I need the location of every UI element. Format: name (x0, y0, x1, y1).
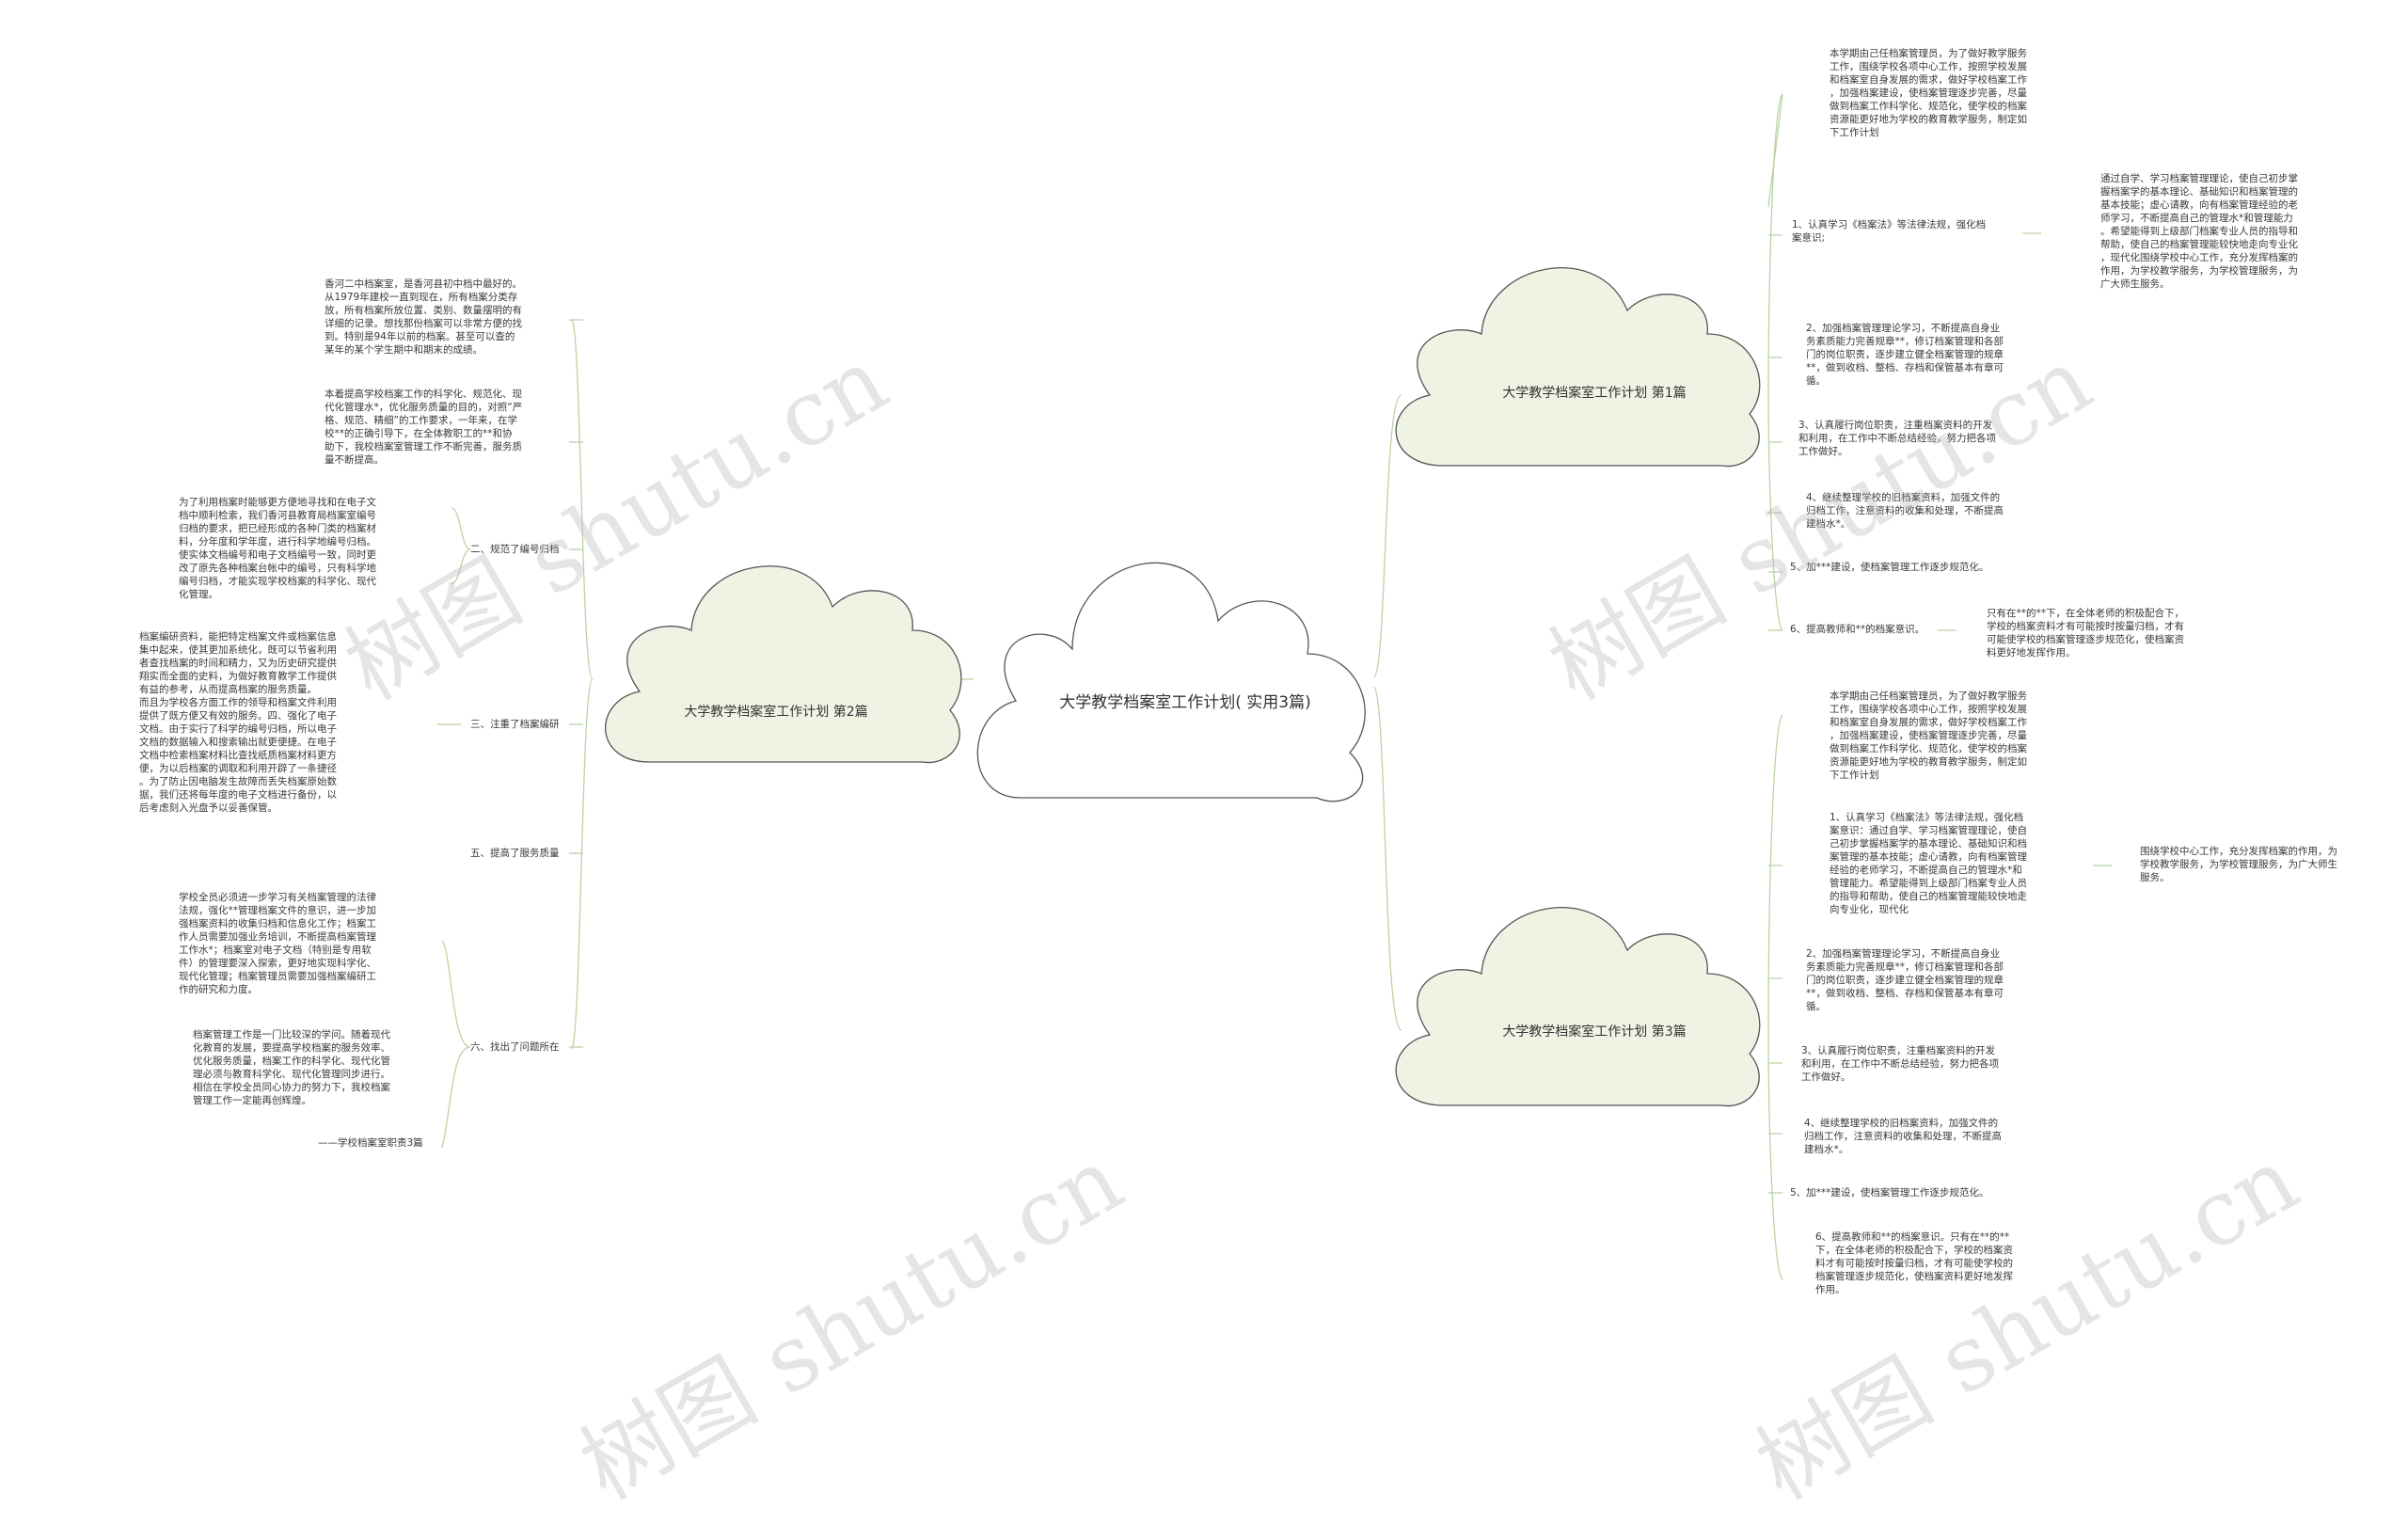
connector-root-branch1 (1372, 394, 1402, 678)
b3-item6: 6、提高教师和**的档案意识。只有在**的** 下，在全体老师的积极配合下，学校… (1815, 1231, 2013, 1295)
b1-item6-detail: 只有在**的**下，在全体老师的积极配合下， 学校的档案资料才有可能按时按量归档… (1987, 608, 2184, 659)
b2-s6-text-b: 档案管理工作是一门比较深的学问。随着现代 化教育的发展，要提高学校档案的服务效率… (193, 1029, 390, 1106)
connector-b2-s2-text (451, 507, 471, 584)
connector-b2-spine (571, 319, 594, 1050)
b2-s2-label: 二、规范了编号归档 (470, 544, 560, 555)
b2-s5-label: 五、提高了服务质量 (470, 848, 560, 859)
b3-intro: 本学期由己任档案管理员，为了做好教学服务 工作，围绕学校各项中心工作，按照学校发… (1830, 691, 2027, 781)
b3-item5: 5、加***建设，使档案管理工作逐步规范化。 (1790, 1187, 1989, 1199)
b2-s3-text: 档案编研资料，能把特定档案文件或档案信息 集中起来，使其更加系统化，既可以节省利… (139, 631, 337, 814)
branch1-title: 大学教学档案室工作计划 第1篇 (1502, 386, 1687, 401)
mindmap-canvas (437, 93, 2112, 1280)
b2-s6-label: 六、找出了问题所在 (470, 1041, 560, 1053)
b1-item5: 5、加***建设，使档案管理工作逐步规范化。 (1790, 562, 1989, 573)
branch2-node[interactable] (605, 565, 962, 764)
branch2-title: 大学教学档案室工作计划 第2篇 (684, 705, 868, 720)
b1-item3: 3、认真履行岗位职责，注重档案资料的开发 和利用，在工作中不断总结经验，努力把各… (1798, 420, 1996, 457)
connector-b1-intro (1767, 93, 1783, 208)
b2-para-a: 香河二中档案室，是香河县初中档中最好的。 从1979年建校一直到现在，所有档案分… (325, 278, 522, 356)
branch1-node[interactable] (1395, 267, 1761, 468)
b1-item6-label: 6、提高教师和**的档案意识。 (1790, 624, 1925, 635)
b3-item2: 2、加强档案管理理论学习，不断提高自身业 务素质能力完善规章**，修订档案管理和… (1806, 948, 2004, 1012)
b2-para-b: 本着提高学校档案工作的科学化、规范化、现 代化管理水*，优化服务质量的目的，对照… (325, 389, 523, 466)
b1-item4: 4、继续整理学校的旧档案资料，加强文件的 归档工作，注意资料的收集和处理，不断提… (1806, 492, 2004, 530)
branch3-title: 大学教学档案室工作计划 第3篇 (1502, 1024, 1687, 1040)
connector-b2-s6-text (441, 940, 471, 1149)
branch3-node[interactable] (1395, 907, 1761, 1107)
b3-item1-detail: 围绕学校中心工作，充分发挥档案的作用，为 学校教学服务，为学校管理服务，为广大师… (2140, 846, 2337, 883)
b2-s2-text: 为了利用档案时能够更方便地寻找和在电子文 档中顺利检索，我们香河县教育局档案室编… (179, 497, 376, 600)
connector-b1-spine (1767, 93, 1783, 631)
b1-item1-detail: 通过自学、学习档案管理理论，使自己初步掌 握档案学的基本理论、基础知识和档案管理… (2100, 173, 2298, 290)
root-node[interactable] (976, 562, 1366, 802)
b2-s3-label: 三、注重了档案编研 (470, 719, 560, 730)
b1-intro: 本学期由己任档案管理员，为了做好教学服务 工作，围绕学校各项中心工作，按照学校发… (1830, 48, 2027, 138)
b3-item3: 3、认真履行岗位职责，注重档案资料的开发 和利用，在工作中不断总结经验，努力把各… (1801, 1045, 1999, 1083)
connector-root-branch3 (1372, 686, 1402, 1031)
root-title: 大学教学档案室工作计划( 实用3篇) (1059, 693, 1311, 712)
b3-item1-label: 1、认真学习《档案法》等法律法规，强化档 案意识：通过自学、学习档案管理理论，使… (1830, 812, 2027, 915)
b1-item1-label: 1、认真学习《档案法》等法律法规，强化档 案意识; (1792, 219, 1987, 244)
connector-b3-spine (1767, 714, 1783, 1280)
b2-s6-text-a: 学校全员必须进一步学习有关档案管理的法律 法规，强化**管理档案文件的意识，进一… (179, 892, 376, 995)
b2-s6-sign: ——学校档案室职责3篇 (318, 1137, 423, 1149)
b3-item4: 4、继续整理学校的旧档案资料，加强文件的 归档工作，注意资料的收集和处理，不断提… (1804, 1118, 2002, 1155)
b1-item2: 2、加强档案管理理论学习，不断提高自身业 务素质能力完善规章**，修订档案管理和… (1806, 323, 2004, 387)
